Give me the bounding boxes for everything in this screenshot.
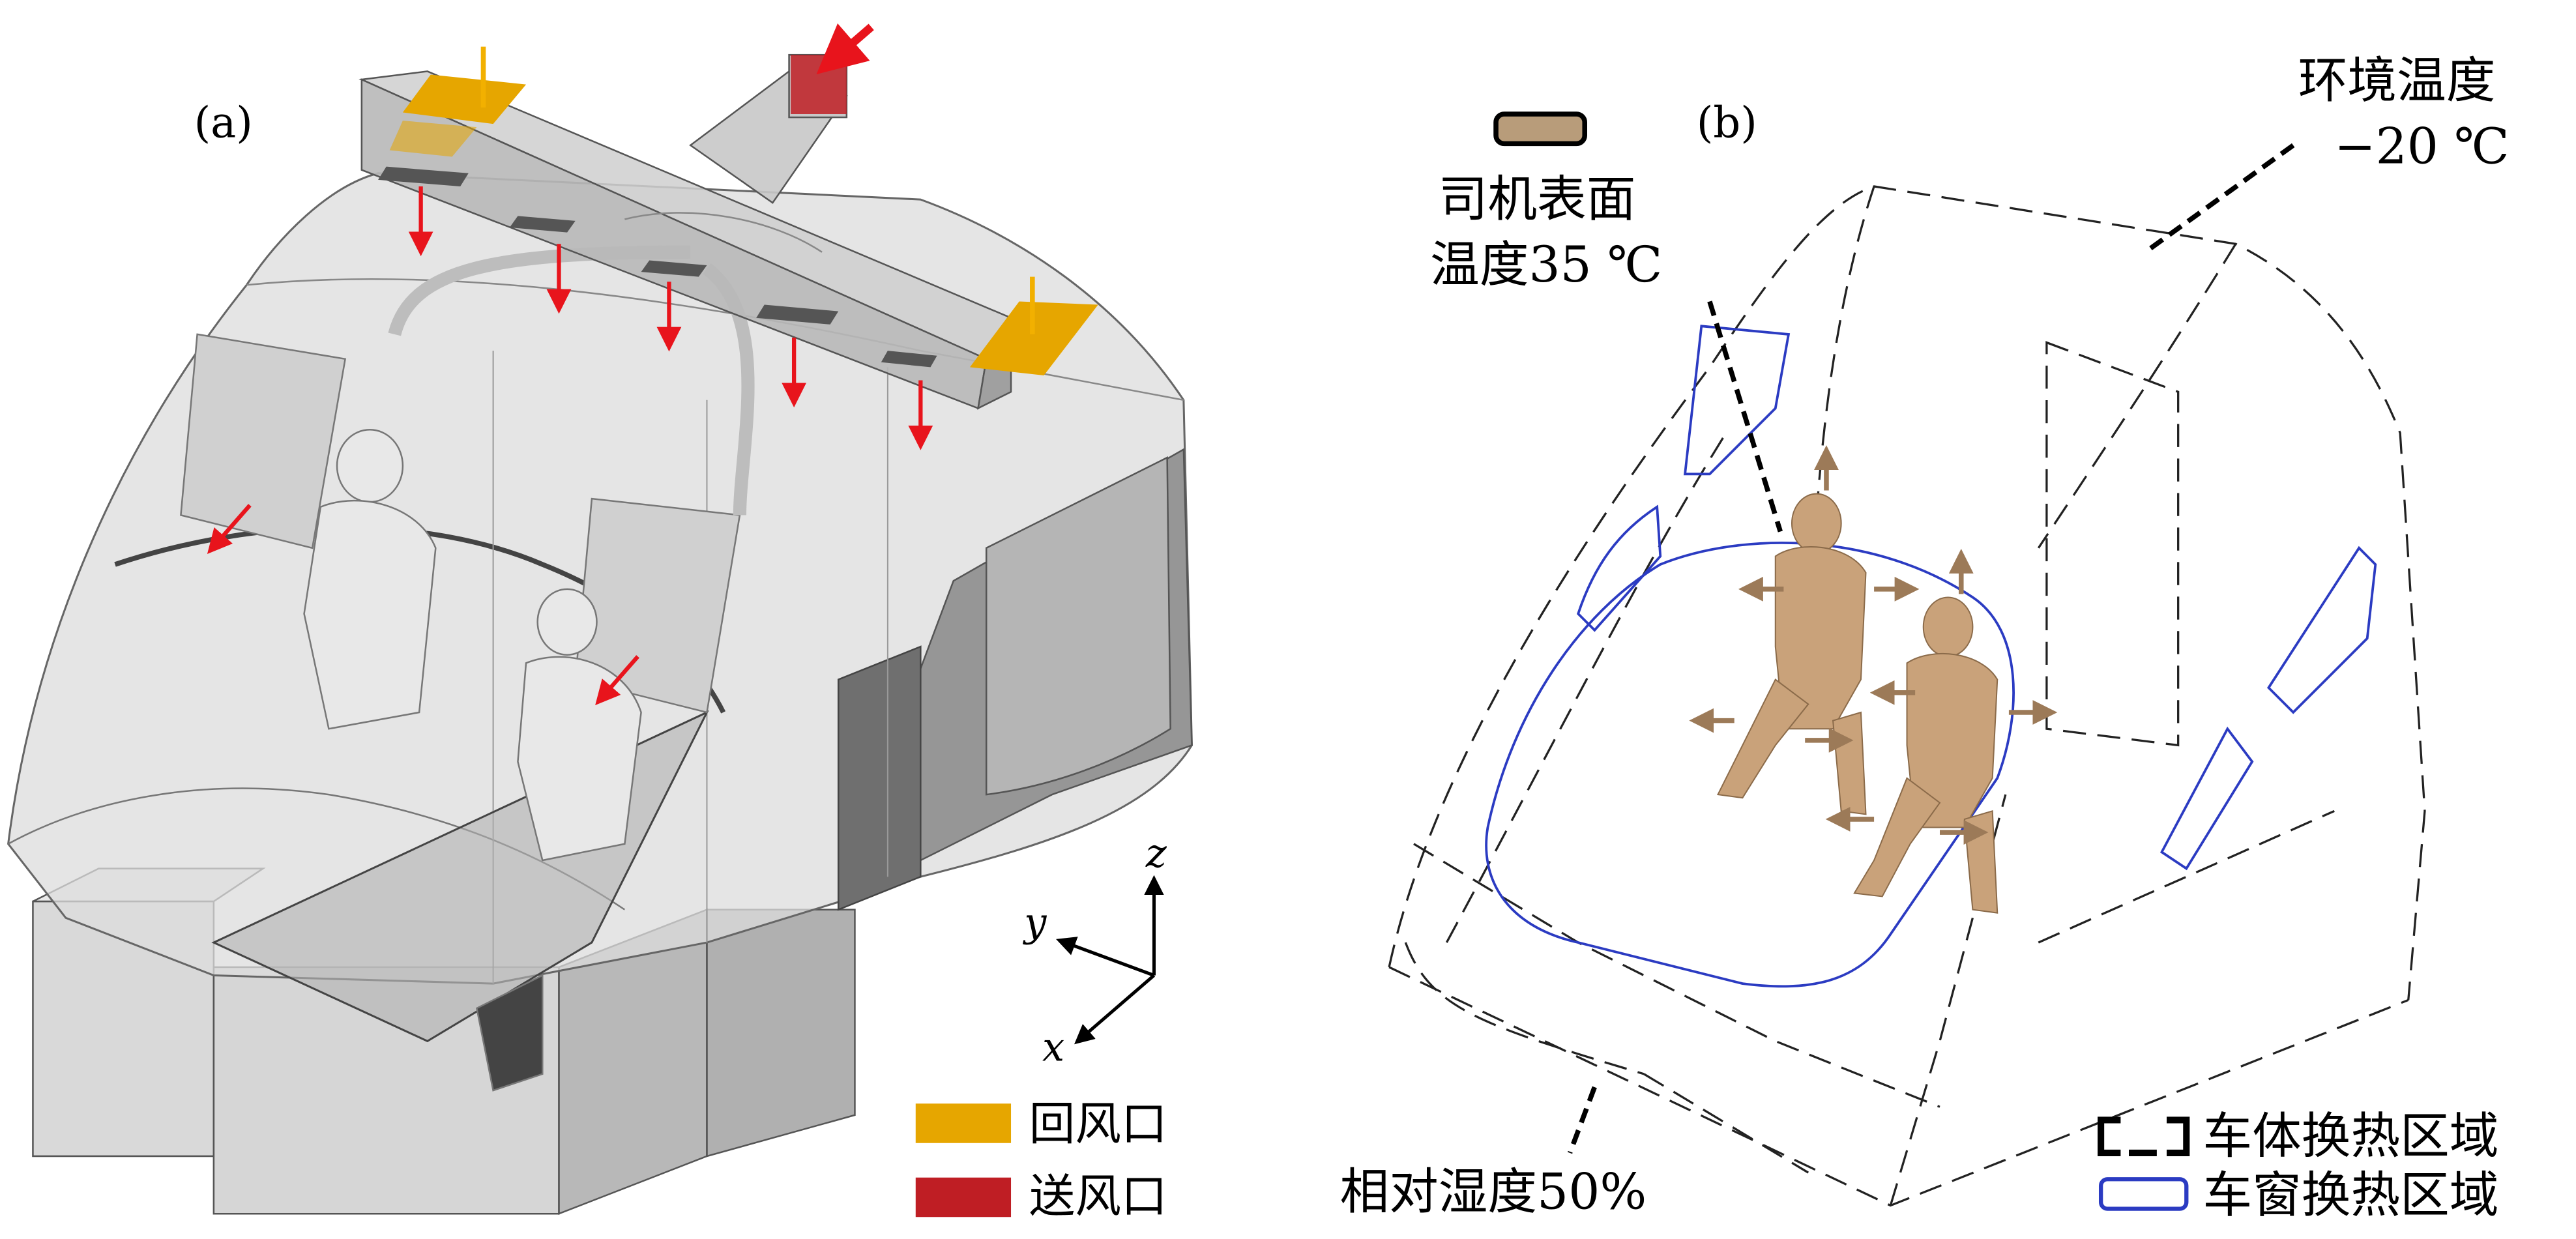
axis-label-y: y [1022,900,1047,946]
legend-return-vent-swatch [915,1103,1012,1143]
legend-a: 回风口 送风口 [915,1097,1167,1223]
legend-return-vent-label: 回风口 [1029,1097,1167,1151]
driver-temp-swatch [1493,111,1588,147]
ambient-temp-label-2: −20 ℃ [2334,118,2509,175]
legend-body-label: 车体换热区域 [2203,1107,2499,1165]
humidity-label: 相对湿度50% [1339,1163,1647,1221]
heat-flux-arrows [1689,445,2058,845]
ambient-temp-label-1: 环境温度 [2298,52,2496,109]
return-vents [389,46,1098,375]
legend-window-label: 车窗换热区域 [2203,1167,2499,1224]
driver-seats [180,333,741,1092]
supply-vent [791,23,874,114]
leader-lines [1567,143,2295,1154]
legend-window-swatch [2098,1177,2189,1211]
panel-b-label: (b) [1697,98,1757,147]
axis-label-z: z [1145,831,1167,877]
panel-a-cab-model: z y x (a) 回风口 送风口 [7,23,1193,1223]
driver-temp-label-1: 司机表面 [1439,170,1636,227]
legend-body-swatch [2098,1116,2190,1156]
driver-temp-label-2: 温度35 ℃ [1430,236,1662,293]
duct-grilles [378,166,937,368]
panel-b-heat-model: (b) [1339,52,2509,1224]
supply-air-arrows [207,186,933,706]
coordinate-axes [1056,875,1164,1045]
seated-figures [1716,493,1998,914]
panel-a-label: (a) [194,98,253,147]
legend-b: 车体换热区域 车窗换热区域 [2098,1107,2499,1224]
window-outlines [1485,325,2377,988]
legend-supply-vent-label: 送风口 [1029,1169,1167,1223]
legend-supply-vent-swatch [915,1177,1012,1217]
axis-label-x: x [1042,1025,1064,1071]
